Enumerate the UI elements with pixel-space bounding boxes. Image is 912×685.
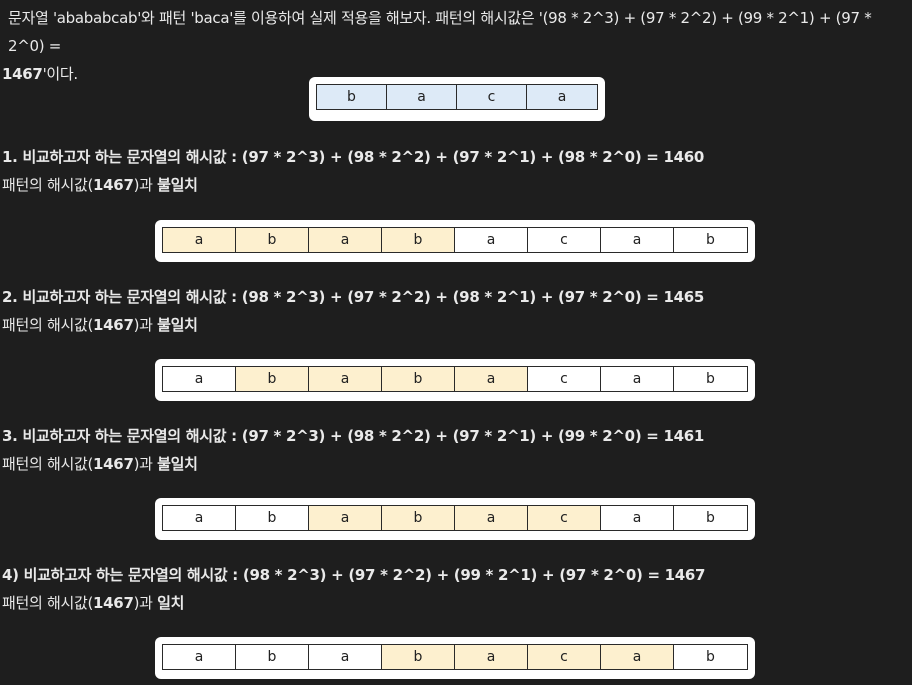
- text-cell: b: [674, 645, 747, 669]
- step-result: 패턴의 해시값(1467)과 불일치: [2, 450, 908, 478]
- text-cell: a: [601, 228, 674, 252]
- text-cell: a: [601, 367, 674, 391]
- pattern-cell: b: [317, 85, 387, 109]
- result-mid: )과: [133, 594, 158, 612]
- result-prefix: 패턴의 해시값(: [2, 594, 94, 612]
- text-cell-highlighted: a: [455, 367, 528, 391]
- text-cell-highlighted: c: [528, 506, 601, 530]
- pattern-box: b a c a: [309, 77, 605, 121]
- text-cell-highlighted: b: [382, 228, 455, 252]
- pattern-cell: a: [387, 85, 457, 109]
- result-hash: 1467: [93, 594, 134, 612]
- result-hash: 1467: [93, 176, 134, 194]
- text-cell-highlighted: c: [528, 645, 601, 669]
- step-1: 1. 비교하고자 하는 문자열의 해시값 : (97 * 2^3) + (98 …: [2, 143, 908, 199]
- result-mid: )과: [133, 316, 158, 334]
- result-hash: 1467: [93, 316, 134, 334]
- result-verdict: 불일치: [157, 455, 198, 473]
- step-3: 3. 비교하고자 하는 문자열의 해시값 : (97 * 2^3) + (98 …: [2, 422, 908, 478]
- text-cell: c: [528, 367, 601, 391]
- result-prefix: 패턴의 해시값(: [2, 176, 94, 194]
- text-cell-highlighted: b: [382, 645, 455, 669]
- step-2: 2. 비교하고자 하는 문자열의 해시값 : (98 * 2^3) + (97 …: [2, 283, 908, 339]
- pattern-hash-value: 1467: [2, 65, 43, 83]
- pattern-cells: b a c a: [316, 84, 598, 110]
- result-mid: )과: [133, 455, 158, 473]
- text-cell-highlighted: a: [163, 228, 236, 252]
- text-cell-highlighted: b: [382, 367, 455, 391]
- text-cell: a: [163, 645, 236, 669]
- pattern-cell: c: [457, 85, 527, 109]
- intro-line-1: 문자열 'abababcab'와 패턴 'baca'를 이용하여 실제 적용을 …: [8, 9, 872, 55]
- step-4: 4) 비교하고자 하는 문자열의 해시값 : (98 * 2^3) + (97 …: [2, 561, 908, 617]
- step-heading: 3. 비교하고자 하는 문자열의 해시값 : (97 * 2^3) + (98 …: [2, 427, 705, 445]
- result-mid: )과: [133, 176, 158, 194]
- text-cell: a: [601, 506, 674, 530]
- step-heading: 4) 비교하고자 하는 문자열의 해시값 : (98 * 2^3) + (97 …: [2, 566, 706, 584]
- text-cell-highlighted: a: [309, 367, 382, 391]
- pattern-cell: a: [527, 85, 597, 109]
- text-cell: b: [674, 228, 747, 252]
- step-heading: 1. 비교하고자 하는 문자열의 해시값 : (97 * 2^3) + (98 …: [2, 148, 705, 166]
- text-cell-highlighted: a: [309, 228, 382, 252]
- text-cell: b: [236, 506, 309, 530]
- step-result: 패턴의 해시값(1467)과 일치: [2, 589, 908, 617]
- intro-line-2: 1467'이다.: [2, 65, 78, 83]
- text-cell-highlighted: b: [236, 367, 309, 391]
- text-cell: a: [163, 506, 236, 530]
- result-verdict: 불일치: [157, 176, 198, 194]
- step-result: 패턴의 해시값(1467)과 불일치: [2, 171, 908, 199]
- text-cell: b: [674, 506, 747, 530]
- text-cell-highlighted: a: [601, 645, 674, 669]
- text-cell-highlighted: a: [455, 506, 528, 530]
- text-cell-highlighted: a: [309, 506, 382, 530]
- step-heading: 2. 비교하고자 하는 문자열의 해시값 : (98 * 2^3) + (97 …: [2, 288, 705, 306]
- text-cell: b: [674, 367, 747, 391]
- text-cell: a: [163, 367, 236, 391]
- intro-line-2-rest: '이다.: [42, 65, 79, 83]
- text-cell-highlighted: b: [236, 228, 309, 252]
- text-cell: b: [236, 645, 309, 669]
- result-hash: 1467: [93, 455, 134, 473]
- text-cell-highlighted: a: [455, 645, 528, 669]
- intro-paragraph: 문자열 'abababcab'와 패턴 'baca'를 이용하여 실제 적용을 …: [2, 4, 908, 88]
- text-cell: a: [455, 228, 528, 252]
- result-prefix: 패턴의 해시값(: [2, 455, 94, 473]
- text-cell: a: [309, 645, 382, 669]
- result-verdict: 일치: [157, 594, 185, 612]
- text-cell: c: [528, 228, 601, 252]
- result-verdict: 불일치: [157, 316, 198, 334]
- step-result: 패턴의 해시값(1467)과 불일치: [2, 311, 908, 339]
- text-cell-highlighted: b: [382, 506, 455, 530]
- result-prefix: 패턴의 해시값(: [2, 316, 94, 334]
